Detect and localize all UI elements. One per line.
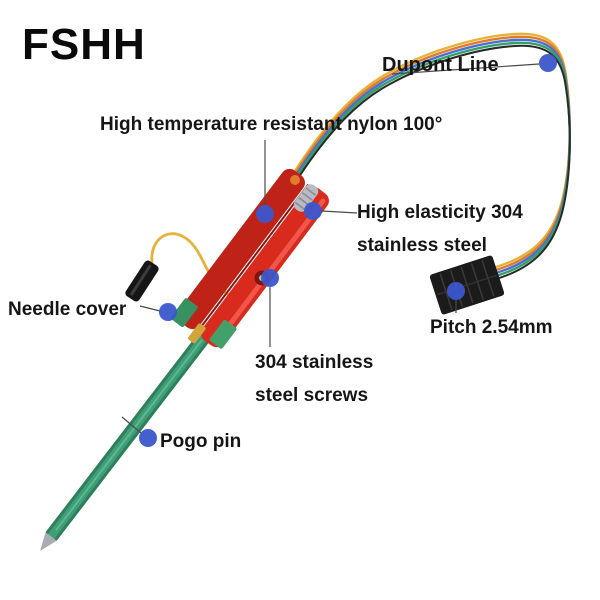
leader-elasticity bbox=[321, 210, 358, 214]
wire-attachment bbox=[290, 175, 300, 185]
leader-lines bbox=[121, 63, 540, 434]
spring-body bbox=[293, 184, 319, 212]
needle-cover-wire bbox=[150, 232, 244, 302]
marker-pitch bbox=[447, 282, 465, 300]
needle-cover bbox=[125, 260, 159, 302]
leader-pogo-pin bbox=[121, 416, 142, 434]
marker-needle-cover bbox=[159, 303, 177, 321]
label-pogo-pin: Pogo pin bbox=[160, 431, 242, 452]
clip-spring bbox=[293, 184, 319, 212]
spring-coil-1 bbox=[305, 187, 317, 196]
clip-arm-upper bbox=[201, 186, 329, 348]
spring-coil-3 bbox=[298, 196, 309, 206]
label-nylon: High temperature resistant nylon 100° bbox=[100, 114, 443, 135]
label-elasticity: High elasticity 304 stainless steel bbox=[357, 202, 523, 257]
dupont-wire-bundle bbox=[291, 32, 571, 290]
probe-edge-top bbox=[54, 335, 213, 541]
brand-logo: FSHH bbox=[22, 20, 146, 69]
leader-needle-cover bbox=[139, 305, 161, 312]
marker-pogo-pin bbox=[139, 429, 157, 447]
label-pitch: Pitch 2.54mm bbox=[430, 317, 553, 338]
marker-screws bbox=[261, 269, 279, 287]
jaw-block-b bbox=[170, 298, 198, 328]
needle-cover-highlight bbox=[130, 264, 152, 296]
dupont-connector bbox=[429, 255, 505, 315]
probe-edge-bottom bbox=[45, 329, 204, 535]
spring-coil-4 bbox=[294, 201, 306, 211]
label-dupont-line: Dupont Line bbox=[382, 54, 499, 76]
jaw-block-a bbox=[209, 319, 237, 349]
label-screws: 304 stainless steel screws bbox=[255, 352, 374, 407]
clip-arm-lower bbox=[177, 168, 305, 330]
spring-coil-2 bbox=[301, 192, 313, 201]
probe-metal-tip bbox=[40, 532, 57, 551]
leader-dupont bbox=[391, 63, 540, 75]
marker-nylon bbox=[256, 205, 274, 223]
marker-dupont-line bbox=[539, 54, 557, 72]
wire-black bbox=[292, 44, 571, 290]
label-needle-cover: Needle cover bbox=[8, 299, 127, 320]
clip-seam bbox=[196, 183, 310, 333]
jaw-gold-pins bbox=[188, 323, 206, 344]
annotation-markers bbox=[139, 54, 557, 447]
marker-elasticity bbox=[304, 202, 322, 220]
probe-center-trace bbox=[55, 339, 203, 531]
